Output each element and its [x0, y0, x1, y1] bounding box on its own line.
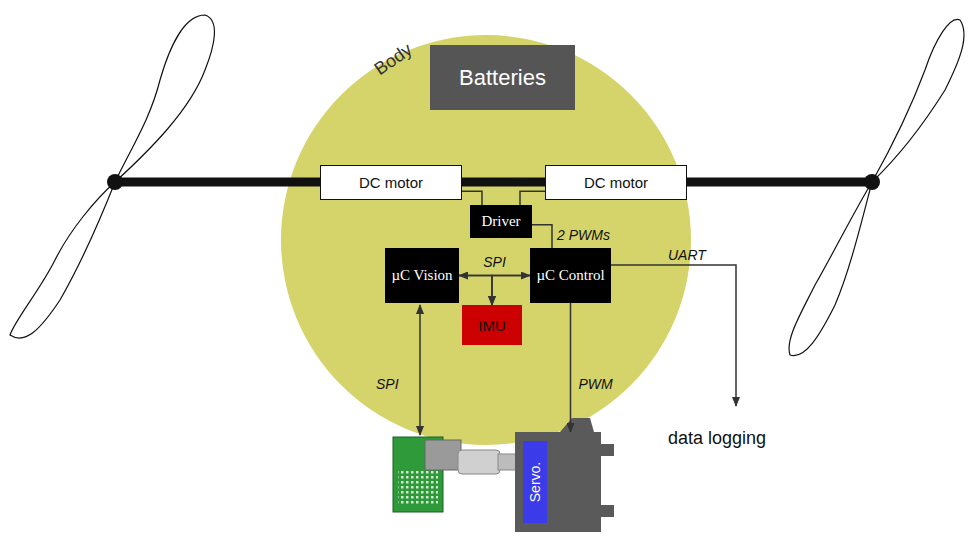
signal-label: SPI	[376, 376, 399, 392]
signal-label: SPI	[483, 254, 506, 270]
node-text: Servo.	[527, 462, 543, 502]
signal-label: UART	[668, 247, 706, 263]
body-outline: BodyBatteries DC motor DC motorDriver µC Vi…	[281, 35, 691, 445]
body-disc	[281, 35, 691, 445]
propeller	[10, 15, 964, 356]
connector	[520, 191, 545, 205]
signal-label: PWM	[579, 376, 613, 392]
signal-label: data logging	[668, 428, 766, 449]
imu-box: IMU	[462, 305, 522, 345]
hub	[107, 174, 123, 190]
connector	[570, 303, 572, 432]
uart-wire	[604, 265, 736, 406]
shaft	[115, 178, 872, 187]
motor-box: DC motor	[545, 165, 687, 200]
driver-box: Driver	[470, 205, 532, 238]
microcontroller-box: µC Vision	[385, 248, 459, 303]
servo-body: Servo.	[515, 432, 601, 532]
hub	[864, 174, 880, 190]
spi-wire	[419, 305, 421, 435]
connector	[532, 225, 552, 248]
node-text: Batteries	[459, 65, 546, 91]
node-text: Driver	[481, 213, 520, 230]
connector	[492, 276, 530, 306]
camera-illustration	[393, 437, 516, 512]
connector	[459, 276, 492, 306]
node-text: µC Control	[536, 267, 604, 284]
servo-stripe: Servo.	[523, 441, 547, 523]
motor-box: DC motor	[320, 165, 462, 200]
node-text: IMU	[478, 317, 506, 334]
node-text: DC motor	[584, 174, 648, 191]
node-text: Body	[371, 39, 417, 80]
node-text: µC Vision	[391, 267, 452, 284]
node-text: DC motor	[359, 174, 423, 191]
signal-label: 2 PWMs	[557, 227, 610, 243]
microcontroller-box: µC Control	[530, 248, 611, 303]
battery-box: Batteries	[430, 45, 575, 110]
connector	[462, 191, 482, 205]
